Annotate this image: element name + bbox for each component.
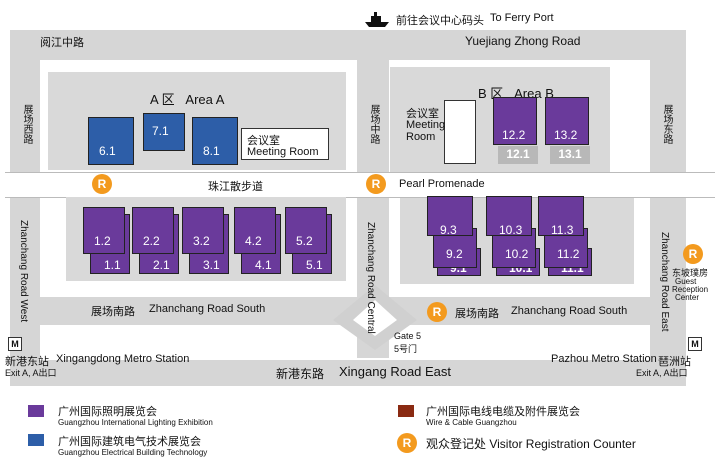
legend-wire-cn: 广州国际电线电缆及附件展览会 xyxy=(426,406,580,418)
west-road-cn: 展场西路 xyxy=(21,104,32,144)
guest-cn: 东坡璞房 xyxy=(672,268,709,278)
hall-9-3[interactable]: 9.3 xyxy=(427,196,473,237)
meeting-room-b xyxy=(444,100,476,164)
registration-marker-guest[interactable]: R xyxy=(683,244,703,264)
south-road-cn-east: 展场南路 xyxy=(455,308,499,320)
registration-marker-south[interactable]: R xyxy=(427,302,447,322)
south-road-en-west: Zhanchang Road South xyxy=(149,303,266,315)
xingang-road-cn: 新港东路 xyxy=(276,367,325,381)
south-road-en-east: Zhanchang Road South xyxy=(511,305,628,317)
promenade-en: Pearl Promenade xyxy=(399,178,485,190)
metro-west-en: Xingangdong Metro Station xyxy=(56,353,190,365)
legend-wire-en: Wire & Cable Guangzhou xyxy=(426,418,517,427)
meeting-room-a: 会议室 Meeting Room xyxy=(241,128,329,160)
legend-lighting-en: Guangzhou International Lighting Exhibit… xyxy=(58,418,213,427)
legend-registration: 观众登记处 Visitor Registration Counter xyxy=(426,437,636,451)
hall-2-2[interactable]: 2.2 xyxy=(132,207,174,254)
hall-10-3[interactable]: 10.3 xyxy=(486,196,532,237)
legend-lighting-cn: 广州国际照明展览会 xyxy=(58,406,157,418)
legend-electrical-cn: 广州国际建筑电气技术展览会 xyxy=(58,436,201,448)
hall-12-2[interactable]: 12.2 xyxy=(493,97,537,145)
ship-icon xyxy=(365,12,389,27)
registration-marker-promenade-west[interactable]: R xyxy=(92,174,112,194)
gate-5-cn: 5号门 xyxy=(394,344,418,354)
east-road-en: Zhanchang Road East xyxy=(659,232,670,332)
hall-13-1[interactable]: 13.1 xyxy=(550,146,590,164)
west-road xyxy=(10,58,40,368)
guest-en3: Center xyxy=(675,293,700,302)
south-road-cn-west: 展场南路 xyxy=(91,306,135,318)
gate-5-en: Gate 5 xyxy=(394,331,422,341)
west-road-en: Zhanchang Road West xyxy=(18,220,29,323)
hall-4-2[interactable]: 4.2 xyxy=(234,207,276,254)
legend-registration-icon: R xyxy=(397,433,417,453)
promenade-cn: 珠江散步道 xyxy=(208,181,263,193)
hall-13-2[interactable]: 13.2 xyxy=(545,97,589,145)
registration-marker-promenade-central[interactable]: R xyxy=(366,174,386,194)
hall-7-1[interactable]: 7.1 xyxy=(143,113,185,151)
xingang-road xyxy=(10,360,686,386)
guest-en1: Guest xyxy=(675,277,697,286)
ferry-label-cn: 前往会议中心码头 xyxy=(396,15,484,27)
hall-11-3[interactable]: 11.3 xyxy=(538,196,584,237)
meeting-room-b-cn: 会议室 xyxy=(406,108,439,120)
legend-swatch-lighting xyxy=(28,405,44,417)
metro-east-cn: 琶洲站 xyxy=(658,356,691,368)
guest-en2: Reception xyxy=(672,285,709,294)
area-a-title: A 区 Area A xyxy=(150,92,225,107)
metro-east-en: Pazhou Metro Station xyxy=(551,353,657,365)
yuejiang-road xyxy=(10,30,686,60)
hall-8-1[interactable]: 8.1 xyxy=(192,117,238,165)
gate-junction xyxy=(333,285,417,350)
east-road-cn: 展场东路 xyxy=(661,104,672,144)
hall-1-2[interactable]: 1.2 xyxy=(83,207,125,254)
hall-6-1[interactable]: 6.1 xyxy=(88,117,134,165)
xingang-road-en: Xingang Road East xyxy=(339,364,452,379)
legend-swatch-wire xyxy=(398,405,414,417)
legend-swatch-electrical xyxy=(28,434,44,446)
central-road-cn: 展场中路 xyxy=(368,104,379,144)
meeting-room-b-en2: Room xyxy=(406,131,436,143)
ferry-label-en: To Ferry Port xyxy=(490,12,554,24)
hall-3-2[interactable]: 3.2 xyxy=(182,207,224,254)
legend-electrical-en: Guangzhou Electrical Building Technology xyxy=(58,448,208,457)
metro-east-exit: Exit A, A出口 xyxy=(636,368,688,378)
central-road-en: Zhanchang Road Central xyxy=(365,222,376,334)
yuejiang-road-en: Yuejiang Zhong Road xyxy=(465,34,581,48)
meeting-room-b-en1: Meeting xyxy=(406,119,446,131)
promenade-band xyxy=(5,172,715,198)
east-road xyxy=(650,58,686,368)
metro-west-cn: 新港东站 xyxy=(5,356,49,368)
hall-12-1[interactable]: 12.1 xyxy=(498,146,538,164)
metro-icon-west: M xyxy=(8,337,22,351)
metro-west-exit: Exit A, A出口 xyxy=(5,368,57,378)
yuejiang-road-cn: 阅江中路 xyxy=(40,37,84,49)
metro-icon-east: M xyxy=(688,337,702,351)
hall-5-2[interactable]: 5.2 xyxy=(285,207,327,254)
